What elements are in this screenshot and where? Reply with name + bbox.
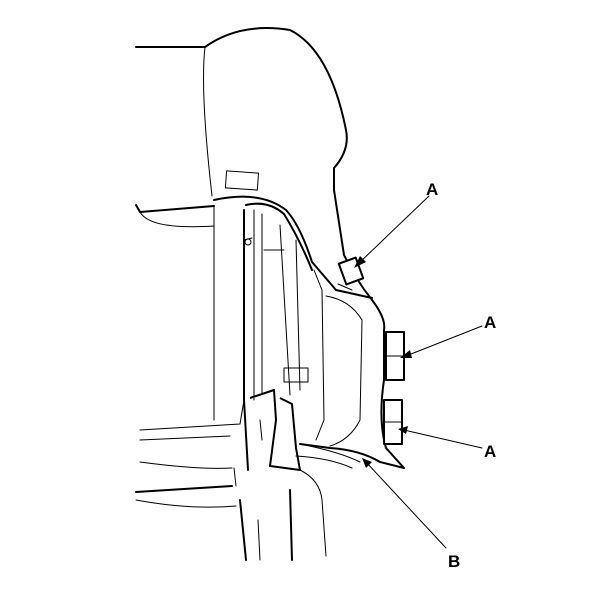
callout-a-lower: A — [484, 442, 496, 461]
seat-back-outline — [135, 27, 348, 197]
clip-middle — [385, 331, 405, 381]
clip-lower — [383, 399, 403, 445]
callout-a-upper: A — [426, 180, 438, 199]
side-trim-panel — [295, 189, 405, 469]
lower-bracket — [239, 389, 327, 561]
body-opening — [135, 204, 245, 508]
callout-a-middle: A — [484, 313, 496, 332]
leader-lines — [354, 195, 483, 549]
callout-b: B — [448, 552, 460, 571]
pillar-trim — [213, 195, 373, 471]
